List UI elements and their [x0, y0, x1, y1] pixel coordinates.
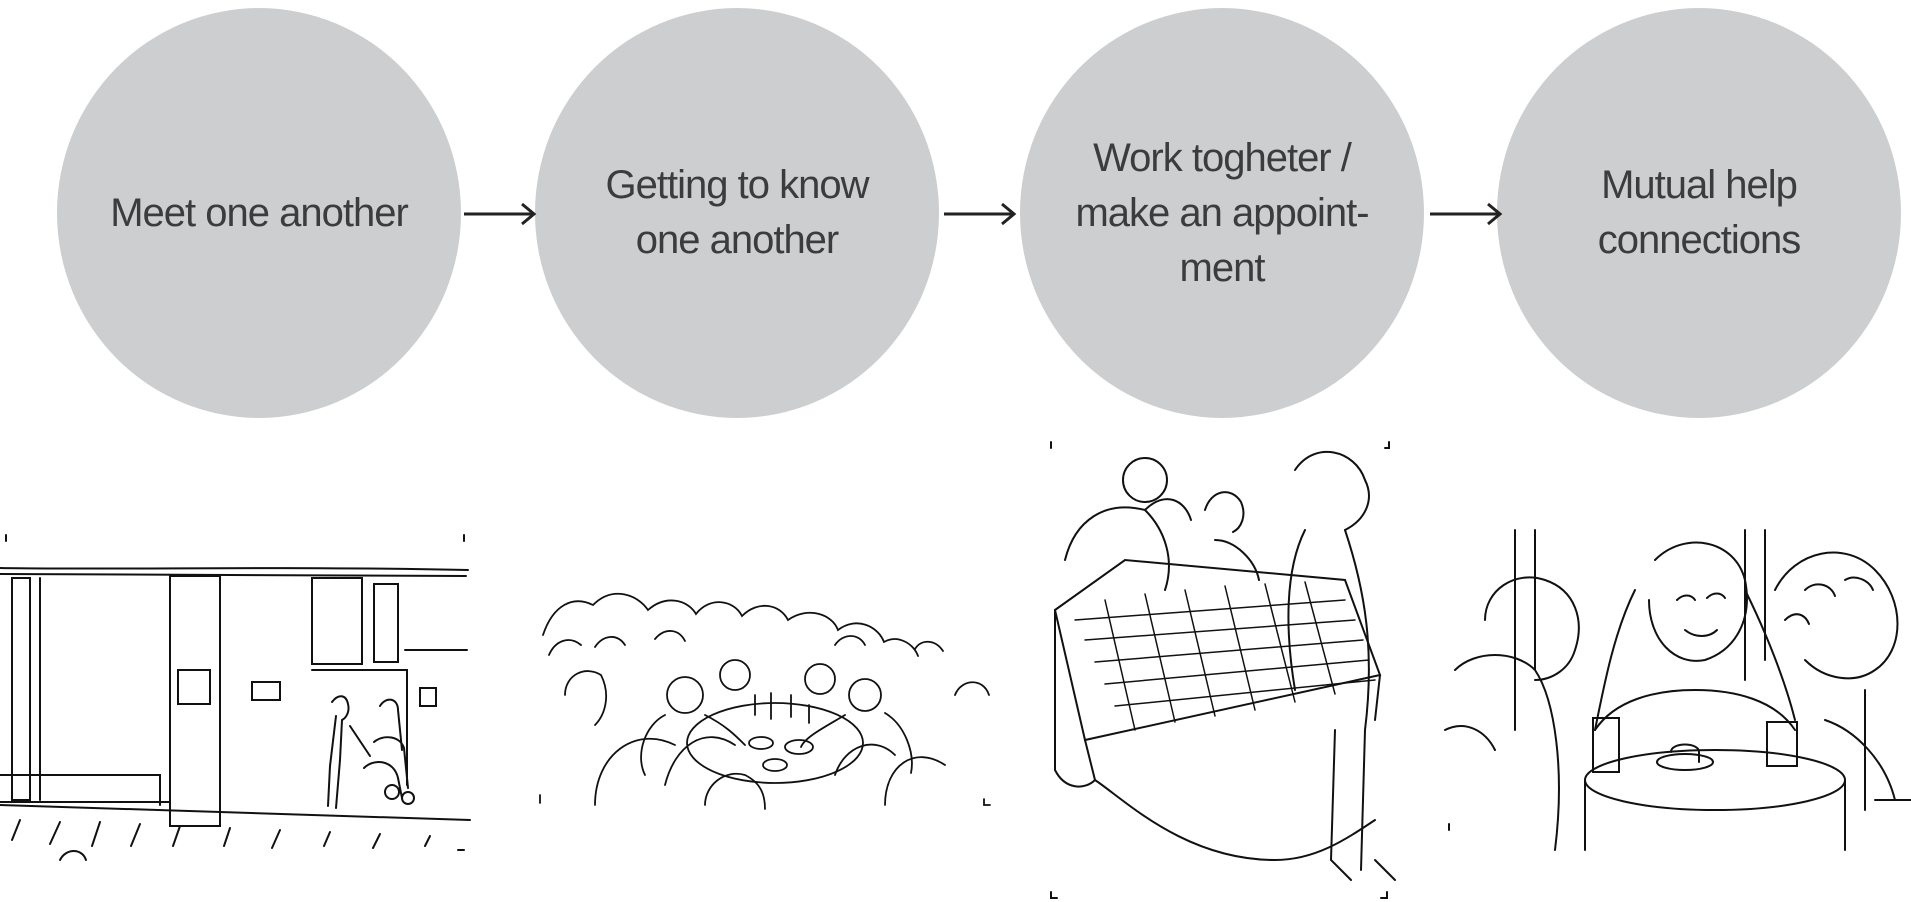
working-together-sketch [1050, 441, 1396, 899]
step-know-circle: Getting to know one another [535, 8, 939, 418]
arrow-2-icon [944, 202, 1017, 226]
step-help-circle: Mutual help connections [1497, 8, 1901, 418]
process-band: Meet one another Getting to know one ano… [0, 0, 1911, 437]
step-4-label: Mutual help connections [1597, 163, 1801, 262]
step-1-label: Meet one another [110, 190, 409, 235]
arrow-1-icon [464, 202, 537, 226]
step-work-circle: Work togheter / make an appoint- ment [1020, 8, 1424, 418]
building-entrance-sketch [0, 534, 471, 861]
arrow-3-icon [1430, 202, 1503, 226]
step-3-label: Work togheter / make an appoint- ment [1075, 135, 1369, 290]
step-2-label: Getting to know one another [605, 163, 870, 262]
group-dinner-sketch [539, 593, 991, 810]
step-meet-circle: Meet one another [57, 8, 461, 418]
cafe-conversation-sketch [1444, 529, 1911, 851]
